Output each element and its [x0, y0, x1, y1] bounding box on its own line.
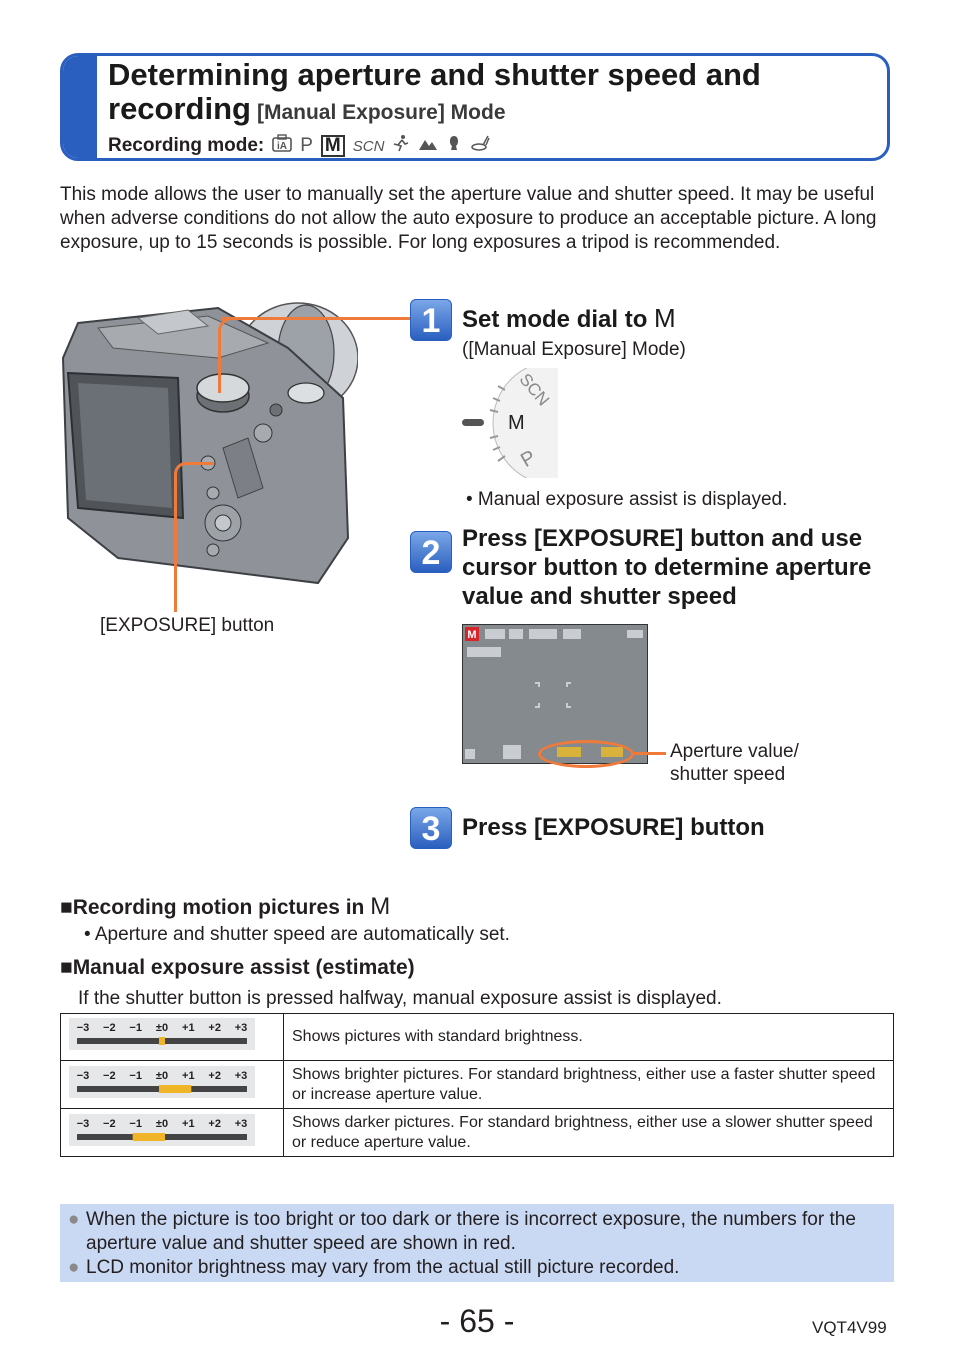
step-1-number: 1	[410, 299, 452, 341]
scale-tick-label: +3	[235, 1070, 248, 1082]
scale-tick-label: −1	[129, 1118, 142, 1130]
step-3-title: Press [EXPOSURE] button	[462, 814, 765, 841]
step-2-number: 2	[410, 531, 452, 573]
exposure-assist-text: If the shutter button is pressed halfway…	[78, 988, 722, 1009]
step-1-subtitle: ([Manual Exposure] Mode)	[462, 339, 686, 360]
aperture-highlight-ellipse	[538, 740, 634, 768]
scale-tick-label: −1	[129, 1022, 142, 1034]
scenery-icon	[418, 135, 438, 157]
scale-fill-indicator	[132, 1132, 165, 1141]
motion-heading-text: Recording motion pictures in	[72, 896, 365, 919]
document-code: VQT4V99	[812, 1318, 887, 1337]
scale-tick-label: ±0	[156, 1118, 168, 1130]
intro-paragraph: This mode allows the user to manually se…	[60, 184, 877, 253]
scale-tick-label: +3	[235, 1022, 248, 1034]
scale-tick-label: +2	[208, 1118, 221, 1130]
scale-tick-label: +1	[182, 1070, 195, 1082]
step-2-title: Press [EXPOSURE] button and use cursor b…	[462, 525, 872, 610]
dial-callout-line-h	[222, 317, 412, 320]
table-row: −3 −2 −1 ±0 +1 +2 +3 Shows pictures with stand…	[60, 1013, 894, 1061]
scale-cell: −3 −2 −1 ±0 +1 +2 +3	[60, 1108, 284, 1157]
scale-tick-label: ±0	[156, 1070, 168, 1082]
mode-icons: iA P M SCN	[272, 134, 491, 158]
header-box	[60, 53, 890, 161]
exposure-button-callout-line	[174, 462, 214, 612]
motion-pictures-bullet: • Aperture and shutter speed are automat…	[84, 924, 510, 945]
motion-heading-m-glyph: M	[370, 893, 391, 920]
exposure-button-label: [EXPOSURE] button	[100, 615, 275, 636]
table-row: −3 −2 −1 ±0 +1 +2 +3 Shows brighter pictures. …	[60, 1060, 894, 1109]
square-bullet-icon: ■	[60, 956, 73, 979]
step-1-title: Set mode dial to M	[462, 304, 676, 334]
table-row: −3 −2 −1 ±0 +1 +2 +3 Shows darker pictures. Fo…	[60, 1108, 894, 1157]
motion-pictures-heading: ■Recording motion pictures in M	[60, 893, 390, 921]
step-1-title-text: Set mode dial to	[462, 306, 648, 333]
scale-cell: −3 −2 −1 ±0 +1 +2 +3	[60, 1060, 284, 1109]
title-line-2: recording[Manual Exposure] Mode	[108, 92, 888, 130]
note-text-2: LCD monitor brightness may vary from the…	[86, 1257, 680, 1278]
title-line-2-text: recording	[108, 91, 251, 126]
scale-tick-label: −2	[103, 1118, 116, 1130]
scale-tick-label: −1	[129, 1070, 142, 1082]
aperture-shutter-label: Aperture value/ shutter speed	[670, 741, 799, 785]
exposure-assist-heading: ■Manual exposure assist (estimate)	[60, 956, 415, 980]
portrait-icon	[446, 134, 462, 158]
scale-tick-label: −2	[103, 1022, 116, 1034]
bullet-dot-icon: ●	[68, 1257, 80, 1278]
table-cell-desc: Shows pictures with standard brightness.	[283, 1013, 894, 1061]
scale-tick-label: +1	[182, 1022, 195, 1034]
scale-tick-label: +2	[208, 1070, 221, 1082]
dial-label-m: M	[508, 412, 525, 434]
page-number: - 65 -	[439, 1303, 515, 1339]
page-title: Determining aperture and shutter speed a…	[108, 58, 888, 130]
exposure-scale-brighter: −3 −2 −1 ±0 +1 +2 +3	[69, 1065, 255, 1098]
food-icon	[470, 134, 491, 158]
mode-p-icon: P	[300, 135, 313, 156]
note-item: ● When the picture is too bright or too d…	[60, 1204, 894, 1256]
step-1-m-glyph: M	[654, 303, 676, 333]
table-cell-desc: Shows darker pictures. For standard brig…	[283, 1108, 894, 1157]
aperture-callout-line	[634, 752, 666, 755]
exposure-assist-table: −3 −2 −1 ±0 +1 +2 +3 Shows pictures with stand…	[60, 1013, 894, 1157]
svg-text:M: M	[467, 629, 476, 641]
header-accent-bar	[63, 56, 97, 158]
exposure-scale-darker: −3 −2 −1 ±0 +1 +2 +3	[69, 1113, 255, 1146]
step-3-number: 3	[410, 807, 452, 849]
svg-text:iA: iA	[277, 141, 287, 152]
sports-icon	[392, 134, 410, 158]
scale-tick-label: −2	[103, 1070, 116, 1082]
scale-fill-indicator	[159, 1084, 192, 1093]
exposure-scale-standard: −3 −2 −1 ±0 +1 +2 +3	[69, 1018, 255, 1050]
scale-cell: −3 −2 −1 ±0 +1 +2 +3	[60, 1013, 284, 1061]
lcd-screen-illustration: M	[462, 624, 648, 764]
scale-tick-label: +3	[235, 1118, 248, 1130]
notes-box: ● When the picture is too bright or too d…	[60, 1204, 894, 1282]
intelligent-auto-icon: iA	[272, 134, 293, 158]
mode-scn-icon: SCN	[352, 137, 385, 155]
scale-fill-indicator	[159, 1037, 165, 1045]
scale-tick-label: +2	[208, 1022, 221, 1034]
title-subtitle: [Manual Exposure] Mode	[256, 101, 506, 124]
note-text-1: When the picture is too bright or too da…	[86, 1209, 856, 1254]
bullet-dot-icon: ●	[68, 1209, 80, 1230]
square-bullet-icon: ■	[60, 896, 73, 919]
table-cell-desc: Shows brighter pictures. For standard br…	[283, 1060, 894, 1109]
note-item: ● LCD monitor brightness may vary from th…	[60, 1256, 894, 1280]
mode-dial-illustration: SCN M P	[460, 368, 560, 478]
mode-m-icon: M	[320, 135, 345, 157]
scale-tick-label: −3	[77, 1022, 90, 1034]
assist-heading-text: Manual exposure assist (estimate)	[72, 956, 415, 979]
scale-tick-label: −3	[77, 1118, 90, 1130]
dial-callout-line-v	[218, 317, 246, 393]
scale-tick-label: −3	[77, 1070, 90, 1082]
recording-mode-row: Recording mode: iA P M SCN	[108, 134, 491, 158]
scale-tick-label: ±0	[156, 1022, 168, 1034]
step-1-note: • Manual exposure assist is displayed.	[466, 489, 788, 510]
recording-mode-label: Recording mode:	[108, 135, 265, 156]
camera-illustration	[58, 288, 359, 588]
scale-tick-label: +1	[182, 1118, 195, 1130]
title-line-1: Determining aperture and shutter speed a…	[108, 57, 761, 92]
